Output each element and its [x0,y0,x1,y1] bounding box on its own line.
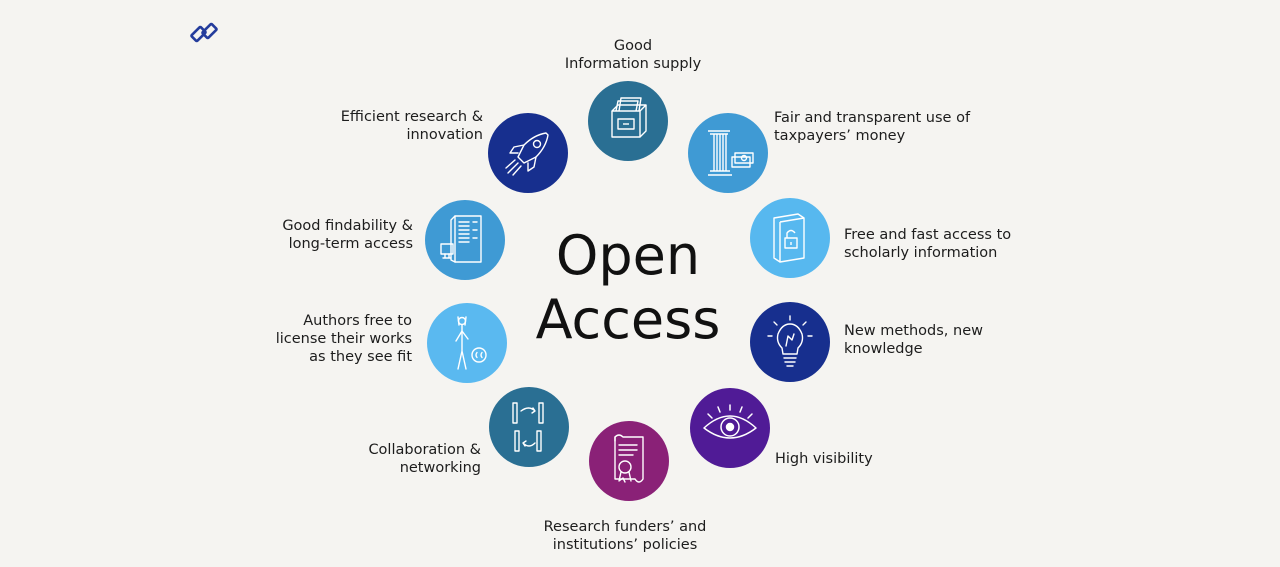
label-line: Efficient research & [340,109,483,125]
node-taxpayers-money [688,113,768,193]
label-line: Good [613,38,653,54]
label-findability: Good findability & long-term access [282,217,413,253]
node-findability [425,200,505,280]
label-line: Free and fast access to [844,227,1012,243]
node-information-supply [588,81,668,161]
label-line: Fair and transparent use of [774,110,971,126]
label-line: long-term access [288,236,413,252]
label-high-visibility: High visibility [775,450,873,468]
label-line: institutions’ policies [552,537,698,553]
center-title-line-2: Access [535,288,721,351]
label-line: as they see fit [309,349,412,365]
label-line: Collaboration & [368,442,481,458]
node-high-visibility [690,388,770,468]
center-title-line-1: Open [555,224,701,287]
label-line: Authors free to [303,313,412,329]
label-line: Research funders’ and [543,519,707,535]
label-information-supply: Good Information supply [548,37,718,73]
label-line: license their works [275,331,412,347]
label-funders-policies: Research funders’ and institutions’ poli… [530,518,720,554]
center-title: Open Access [528,224,728,352]
label-authors-license: Authors free to license their works as t… [276,312,412,366]
label-efficient-research: Efficient research & innovation [341,108,483,144]
label-line: innovation [406,127,483,143]
label-taxpayers-money: Fair and transparent use of taxpayers’ m… [774,109,970,145]
label-line: New methods, new [844,323,983,339]
node-funders-policies [589,421,669,501]
node-collaboration [489,387,569,467]
label-line: knowledge [844,341,923,357]
chain-link-icon[interactable] [188,17,220,49]
label-line: High visibility [775,451,873,467]
label-collaboration: Collaboration & networking [368,441,481,477]
label-new-methods: New methods, new knowledge [844,322,983,358]
node-new-methods [750,302,830,382]
label-line: Good findability & [282,218,413,234]
label-line: taxpayers’ money [774,128,906,144]
label-free-fast-access: Free and fast access to scholarly inform… [844,226,1011,262]
label-line: Information supply [564,56,702,72]
node-authors-license [427,303,507,383]
label-line: networking [399,460,481,476]
node-free-fast-access [750,198,830,278]
label-line: scholarly information [844,245,998,261]
node-efficient-research [488,113,568,193]
